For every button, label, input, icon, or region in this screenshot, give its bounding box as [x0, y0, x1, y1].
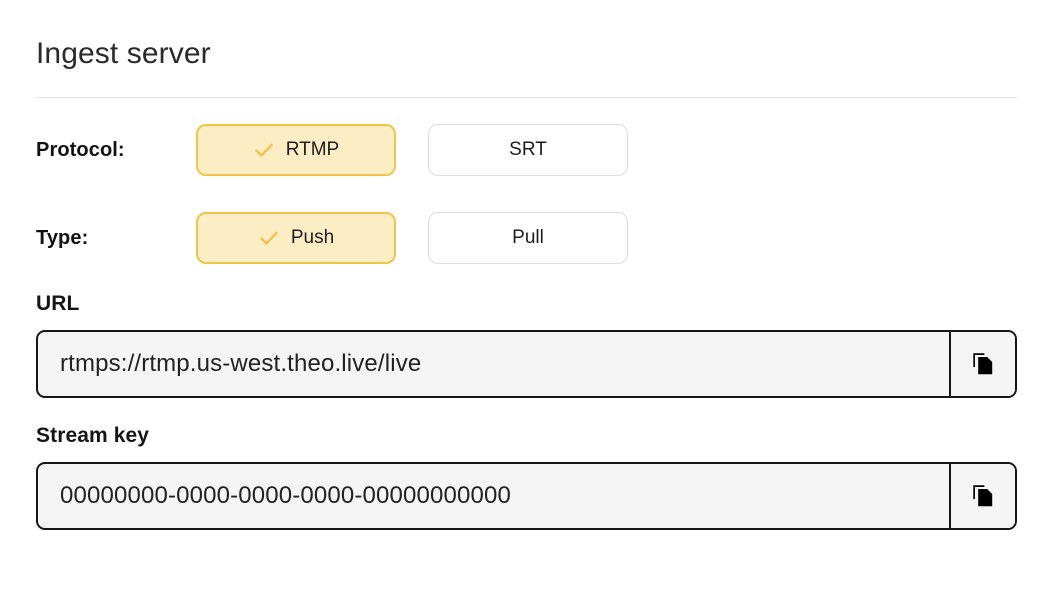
protocol-option-rtmp[interactable]: RTMP: [196, 124, 396, 176]
protocol-label: Protocol:: [36, 138, 125, 161]
url-field[interactable]: rtmps://rtmp.us-west.theo.live/live: [36, 330, 1017, 398]
title-divider: [36, 97, 1017, 98]
type-option-pull[interactable]: Pull: [428, 212, 628, 264]
copy-icon: [972, 484, 994, 508]
url-field-group: URL rtmps://rtmp.us-west.theo.live/live: [36, 292, 1017, 398]
protocol-option-srt-label: SRT: [509, 139, 547, 160]
copy-stream-key-button[interactable]: [949, 464, 1015, 528]
check-icon: [253, 139, 275, 161]
copy-url-button[interactable]: [949, 332, 1015, 396]
protocol-option-srt[interactable]: SRT: [428, 124, 628, 176]
stream-key-label: Stream key: [36, 424, 150, 447]
stream-key-value[interactable]: 00000000-0000-0000-0000-00000000000: [60, 482, 511, 509]
type-option-pull-label: Pull: [512, 227, 544, 248]
stream-key-field-group: Stream key 00000000-0000-0000-0000-00000…: [36, 424, 1017, 530]
type-option-push-label: Push: [290, 227, 335, 248]
page-title: Ingest server: [36, 37, 211, 70]
url-value[interactable]: rtmps://rtmp.us-west.theo.live/live: [60, 350, 422, 377]
copy-icon: [972, 352, 994, 376]
check-icon: [258, 227, 280, 249]
stream-key-field[interactable]: 00000000-0000-0000-0000-00000000000: [36, 462, 1017, 530]
protocol-row: Protocol: RTMP SRT: [36, 124, 1016, 176]
type-option-push[interactable]: Push: [196, 212, 396, 264]
type-row: Type: Push Pull: [36, 212, 1016, 264]
protocol-option-rtmp-label: RTMP: [285, 139, 340, 160]
url-label: URL: [36, 292, 80, 315]
type-label: Type:: [36, 226, 89, 249]
